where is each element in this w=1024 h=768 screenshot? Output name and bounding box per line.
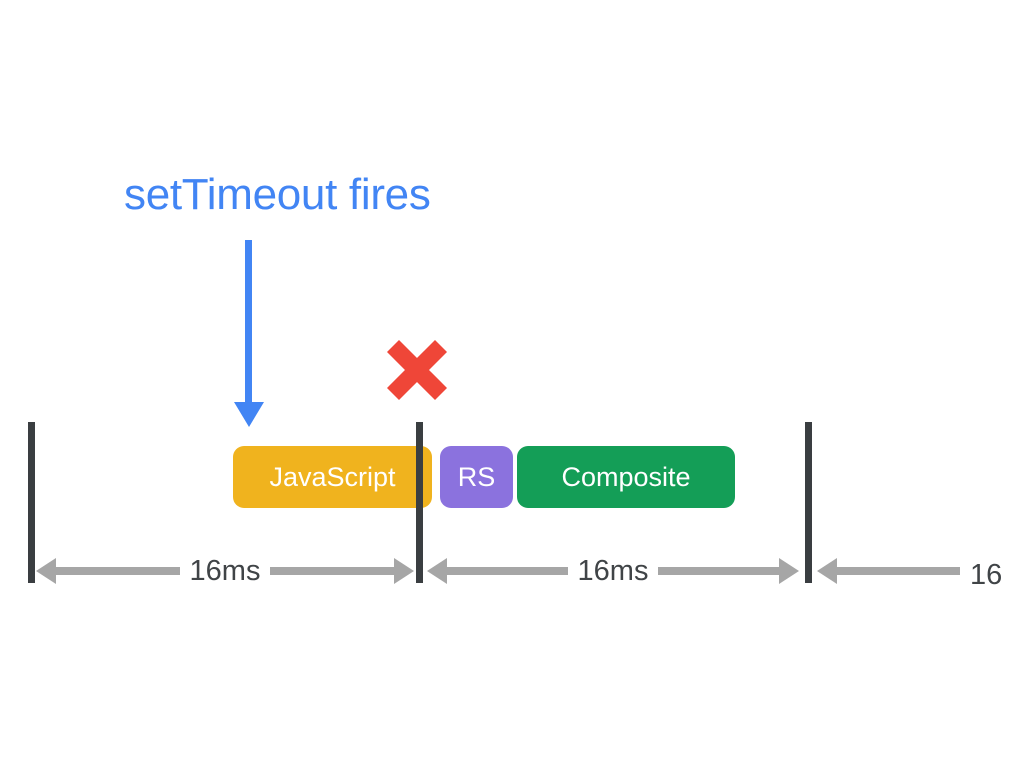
- arrow-left-head-icon: [817, 558, 837, 584]
- arrow-right-head-icon: [779, 558, 800, 584]
- frame-duration-measure-2: 16ms: [427, 552, 800, 590]
- frame-boundary-tick-2: [416, 422, 423, 583]
- arrow-left-head-icon: [427, 558, 447, 584]
- frame-duration-label-1: 16ms: [189, 554, 261, 587]
- measure-line: [658, 567, 780, 575]
- arrow-shaft: [245, 240, 252, 403]
- arrow-left-head-icon: [36, 558, 56, 584]
- task-block-javascript: JavaScript: [233, 446, 432, 508]
- arrow-head: [234, 402, 264, 427]
- task-block-composite: Composite: [517, 446, 735, 508]
- settimeout-fires-label: setTimeout fires: [124, 170, 431, 219]
- frame-duration-label-2: 16ms: [577, 554, 649, 587]
- measure-line: [837, 567, 960, 575]
- arrow-right-head-icon: [394, 558, 415, 584]
- frame-boundary-tick-1: [28, 422, 35, 583]
- x-mark-icon: [386, 339, 448, 401]
- frame-duration-label-3: 16: [970, 558, 1003, 591]
- frame-boundary-tick-3: [805, 422, 812, 583]
- task-block-rs: RS: [440, 446, 513, 508]
- measure-line: [56, 567, 180, 575]
- measure-line: [270, 567, 395, 575]
- frame-duration-measure-1: 16ms: [36, 552, 415, 590]
- frame-duration-measure-3: 16: [817, 552, 1024, 591]
- measure-line: [447, 567, 568, 575]
